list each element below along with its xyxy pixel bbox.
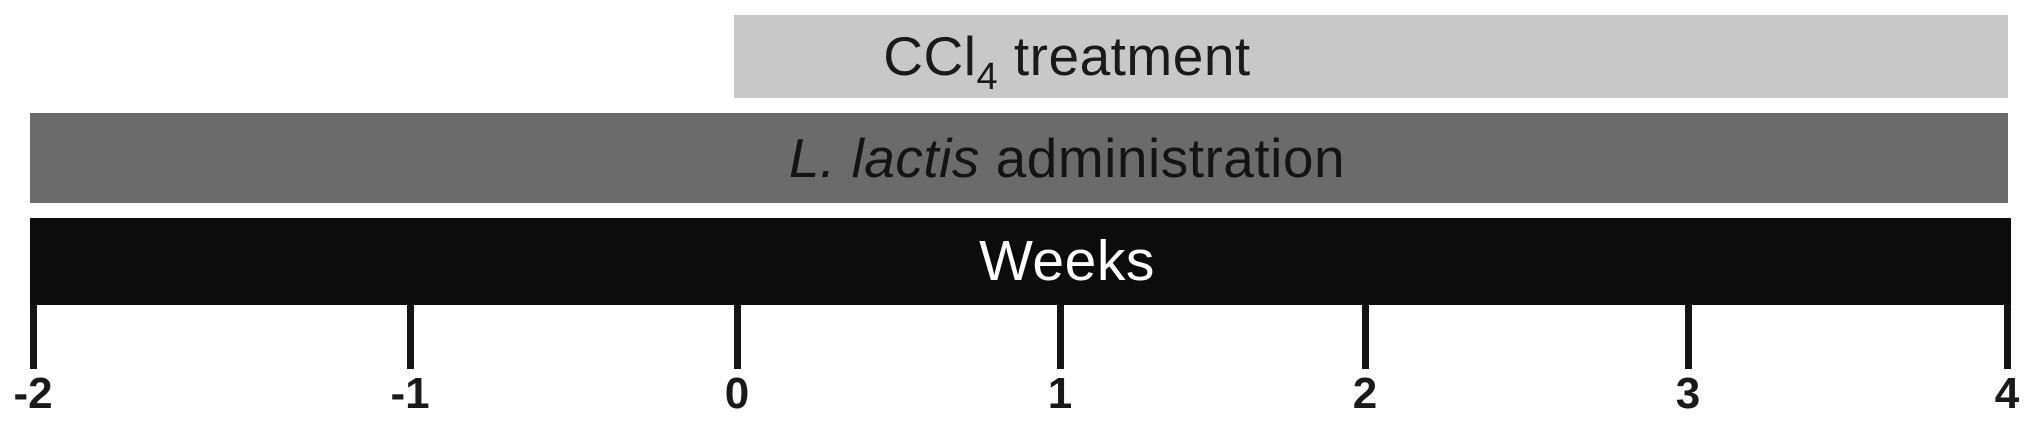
ccl4-treatment-bar xyxy=(734,15,2008,98)
week-tick-label: 2 xyxy=(1352,369,1378,418)
ccl4-label-suffix: treatment xyxy=(998,25,1251,87)
l-lactis-label-rest: administration xyxy=(979,127,1346,189)
l-lactis-administration-bar xyxy=(30,113,2008,203)
l-lactis-species-name: L. lactis xyxy=(788,127,980,189)
week-tick-mark xyxy=(734,305,741,369)
week-tick-mark xyxy=(1362,305,1369,369)
week-tick-label: -1 xyxy=(390,369,430,418)
weeks-axis-bar xyxy=(30,218,2011,305)
week-tick-mark xyxy=(1685,305,1692,369)
week-tick-mark xyxy=(1057,305,1064,369)
ccl4-label-subscript: 4 xyxy=(976,56,999,98)
week-tick-label: -2 xyxy=(13,369,53,418)
ccl4-treatment-label: CCl4 treatment xyxy=(883,15,1250,98)
week-tick-mark xyxy=(30,305,37,369)
week-tick-mark xyxy=(407,305,414,369)
week-tick-label: 1 xyxy=(1047,369,1073,418)
week-tick-mark xyxy=(2004,305,2011,369)
week-tick-label: 4 xyxy=(1994,369,2020,418)
l-lactis-administration-label: L. lactis administration xyxy=(789,113,1345,203)
week-tick-label: 3 xyxy=(1675,369,1701,418)
ccl4-label-prefix: CCl xyxy=(883,25,977,87)
week-tick-label: 0 xyxy=(724,369,750,418)
weeks-label: Weeks xyxy=(979,229,1155,293)
